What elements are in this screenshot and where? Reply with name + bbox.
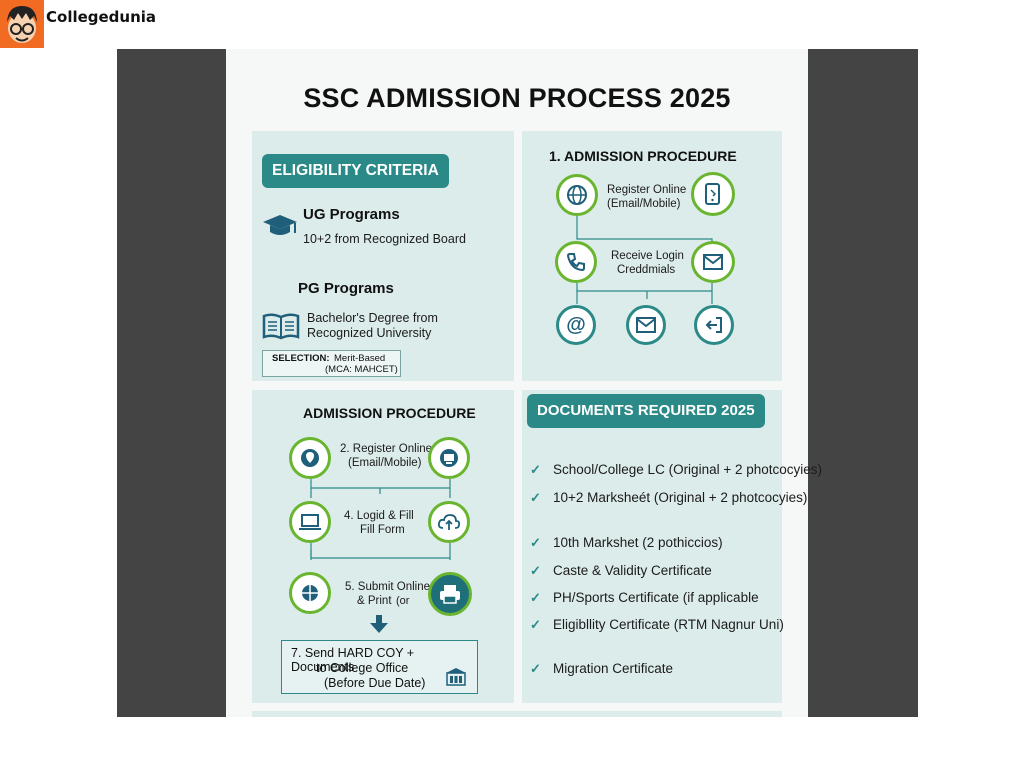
brand-name[interactable]: Collegedunia xyxy=(46,8,157,26)
avatar-logo-icon xyxy=(0,0,44,48)
down-arrow-icon xyxy=(369,615,389,640)
check-icon: ✓ xyxy=(530,661,541,676)
proc1-step-b-1: Receive Login xyxy=(611,250,684,262)
selection-box: SELECTION: Merit-Based (MCA: MAHCET) xyxy=(262,350,401,377)
check-icon: ✓ xyxy=(530,617,541,632)
document-item: 10th Markshet (2 pothiccios) xyxy=(553,535,723,550)
mail-outline-icon xyxy=(626,305,666,345)
monitor-user-icon xyxy=(428,437,470,479)
phone-call-icon xyxy=(555,241,597,283)
ug-title: UG Programs xyxy=(303,206,400,223)
procedure1-connectors xyxy=(576,214,713,304)
proc2-step5-1: 5. Submit Online xyxy=(345,581,431,593)
selection-label: SELECTION: xyxy=(272,353,330,364)
pg-text-1: Bachelor's Degree from xyxy=(307,311,438,325)
check-icon: ✓ xyxy=(530,563,541,578)
proc2-step7-3: (Before Due Date) xyxy=(324,676,426,690)
globe-icon xyxy=(556,174,598,216)
ug-text: 10+2 from Recognized Board xyxy=(303,232,466,246)
proc2-step5-3: (or xyxy=(396,595,410,607)
printer-icon xyxy=(428,572,472,616)
proc2-step7-2: to College Office xyxy=(316,661,409,675)
open-book-icon xyxy=(262,312,300,345)
proc2-step4-1: 4. Logid & Fill xyxy=(344,510,414,522)
laptop-icon xyxy=(289,501,331,543)
document-item: Eligibllity Certificate (RTM Nagnur Uni) xyxy=(553,617,784,632)
login-icon xyxy=(694,305,734,345)
proc2-step2-1: 2. Register Online xyxy=(340,443,433,455)
documents-panel xyxy=(522,390,782,703)
graduation-cap-icon xyxy=(262,213,298,244)
check-icon: ✓ xyxy=(530,462,541,477)
check-icon: ✓ xyxy=(530,490,541,505)
proc1-step-a-2: (Email/Mobile) xyxy=(607,198,681,210)
document-item: School/College LC (Original + 2 photcocy… xyxy=(553,462,823,477)
pg-text-2: Recognized University xyxy=(307,326,432,340)
procedure2-connectors xyxy=(310,479,451,560)
cloud-upload-icon xyxy=(428,501,470,543)
send-hard-copy-box: 7. Send HARD COY + Documents to College … xyxy=(281,640,478,694)
proc2-step4-2: Fill Form xyxy=(360,524,405,536)
pg-title: PG Programs xyxy=(298,280,394,297)
proc1-step-a-1: Register Online xyxy=(607,184,687,196)
mail-icon xyxy=(691,241,735,283)
procedure1-title: 1. ADMISSION PROCEDURE xyxy=(549,148,737,164)
document-item: 10+2 Marksheét (Original + 2 photcocyies… xyxy=(553,490,808,505)
proc2-step5-2: & Print xyxy=(357,595,392,607)
location-icon xyxy=(289,437,331,479)
document-item: PH/Sports Certificate (if applicable xyxy=(553,590,759,605)
bottom-strip xyxy=(252,711,782,717)
building-icon xyxy=(445,667,467,692)
poster-title: SSC ADMISSION PROCESS 2025 xyxy=(303,83,731,113)
proc1-step-b-2: Creddmials xyxy=(617,264,676,276)
crosshair-icon xyxy=(289,572,331,614)
check-icon: ✓ xyxy=(530,590,541,605)
brand-header: Collegedunia xyxy=(0,0,156,48)
check-icon: ✓ xyxy=(530,535,541,550)
proc2-step7-1: 7. Send HARD COY + Documents xyxy=(291,646,415,674)
phone-icon xyxy=(691,172,735,216)
procedure2-title: ADMISSION PROCEDURE xyxy=(303,405,476,421)
eligibility-header: ELIGIBILITY CRITERIA xyxy=(262,154,449,188)
document-item: Caste & Validity Certificate xyxy=(553,563,712,578)
selection-note: (MCA: MAHCET) xyxy=(325,364,398,375)
documents-header: DOCUMENTS REQUIRED 2025 xyxy=(527,394,765,428)
selection-value: Merit-Based xyxy=(334,353,386,364)
document-item: Migration Certificate xyxy=(553,661,674,676)
proc2-step2-2: (Email/Mobile) xyxy=(348,457,422,469)
at-icon: @ xyxy=(556,305,596,345)
